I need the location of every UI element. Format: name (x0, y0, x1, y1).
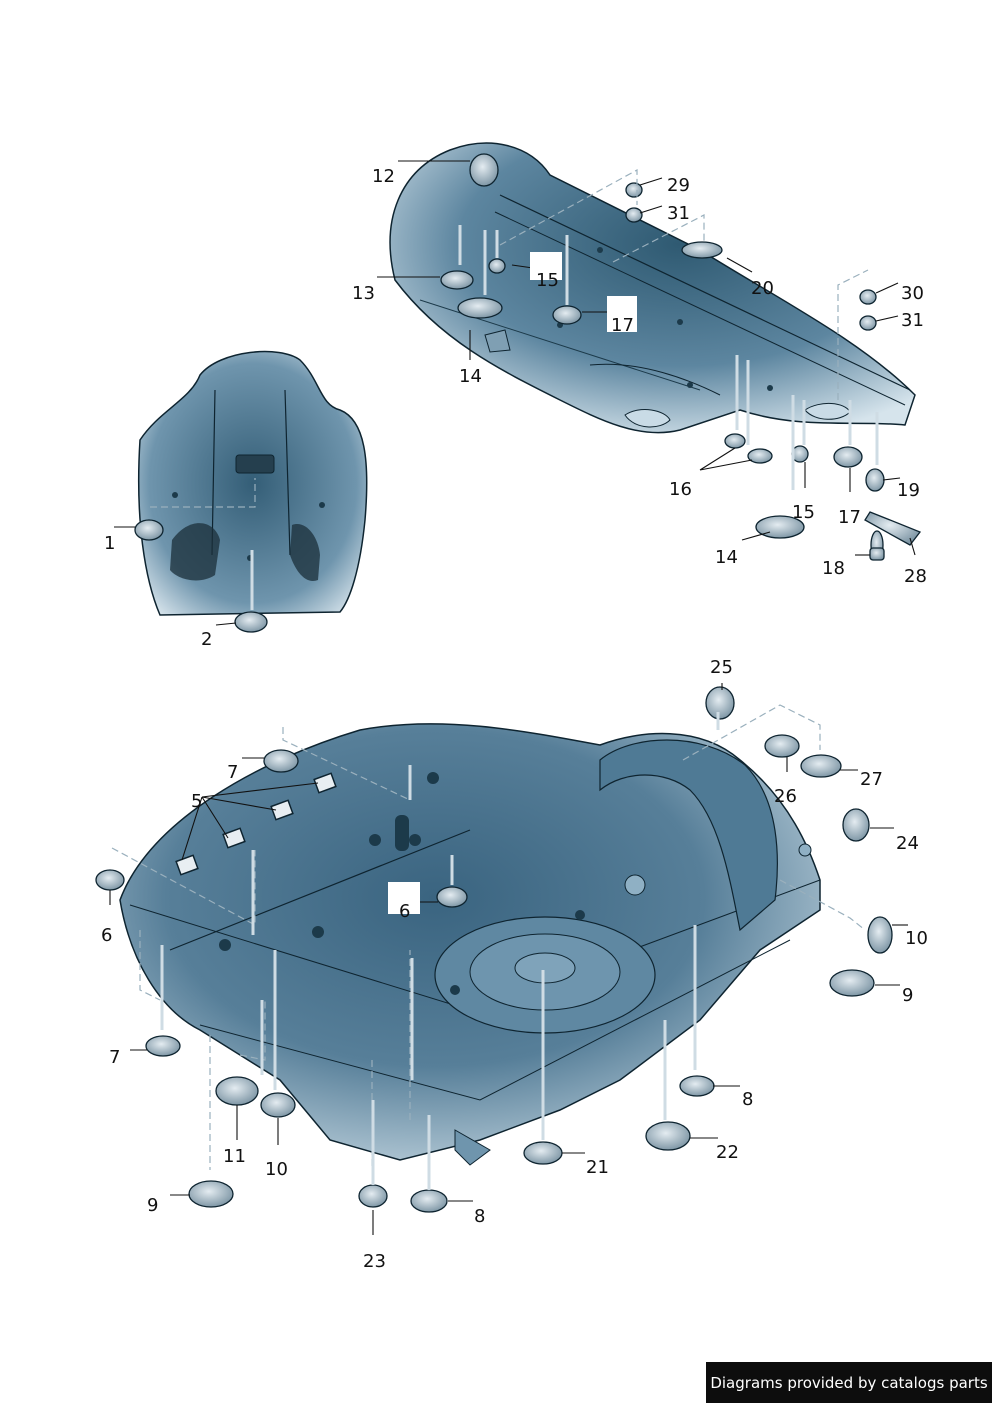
rear-floor-panel (119, 723, 821, 1166)
callout-29[interactable]: 29 (667, 175, 690, 196)
callout-2[interactable]: 2 (201, 629, 213, 650)
plugs (95, 153, 922, 1213)
callout-9[interactable]: 9 (902, 985, 914, 1006)
callout-8[interactable]: 8 (742, 1089, 754, 1110)
callout-30[interactable]: 30 (901, 283, 924, 304)
callout-20[interactable]: 20 (751, 278, 774, 299)
callout-10[interactable]: 10 (265, 1159, 288, 1180)
stud-lines (160, 225, 879, 1190)
square-seals (175, 772, 337, 876)
callout-12[interactable]: 12 (372, 166, 395, 187)
callout-22[interactable]: 22 (716, 1142, 739, 1163)
callout-27[interactable]: 27 (860, 769, 883, 790)
callout-7[interactable]: 7 (109, 1047, 121, 1068)
callout-31[interactable]: 31 (667, 203, 690, 224)
callout-15[interactable]: 15 (536, 270, 559, 291)
callout-24[interactable]: 24 (896, 833, 919, 854)
callout-15[interactable]: 15 (792, 502, 815, 523)
dashed-guides (111, 168, 869, 1170)
callout-16[interactable]: 16 (669, 479, 692, 500)
callout-1[interactable]: 1 (104, 533, 116, 554)
callout-19[interactable]: 19 (897, 480, 920, 501)
callout-14[interactable]: 14 (715, 547, 738, 568)
callout-23[interactable]: 23 (363, 1251, 386, 1272)
callout-31[interactable]: 31 (901, 310, 924, 331)
callout-11[interactable]: 11 (223, 1146, 246, 1167)
callout-14[interactable]: 14 (459, 366, 482, 387)
callout-26[interactable]: 26 (774, 786, 797, 807)
callout-6[interactable]: 6 (399, 901, 411, 922)
callout-9[interactable]: 9 (147, 1195, 159, 1216)
credit-banner: Diagrams provided by catalogs parts (706, 1362, 992, 1403)
callout-25[interactable]: 25 (710, 657, 733, 678)
leader-lines (109, 160, 916, 1235)
callout-17[interactable]: 17 (838, 507, 861, 528)
callout-10[interactable]: 10 (905, 928, 928, 949)
callout-28[interactable]: 28 (904, 566, 927, 587)
callout-17[interactable]: 17 (611, 315, 634, 336)
callout-18[interactable]: 18 (822, 558, 845, 579)
callout-7[interactable]: 7 (227, 762, 239, 783)
callout-5[interactable]: 5 (191, 791, 203, 812)
callout-6[interactable]: 6 (101, 925, 113, 946)
callout-13[interactable]: 13 (352, 283, 375, 304)
callout-8[interactable]: 8 (474, 1206, 486, 1227)
tunnel-panel (137, 350, 368, 616)
upper-floor-panel (389, 142, 916, 434)
callout-21[interactable]: 21 (586, 1157, 609, 1178)
label-boxes (388, 252, 637, 914)
